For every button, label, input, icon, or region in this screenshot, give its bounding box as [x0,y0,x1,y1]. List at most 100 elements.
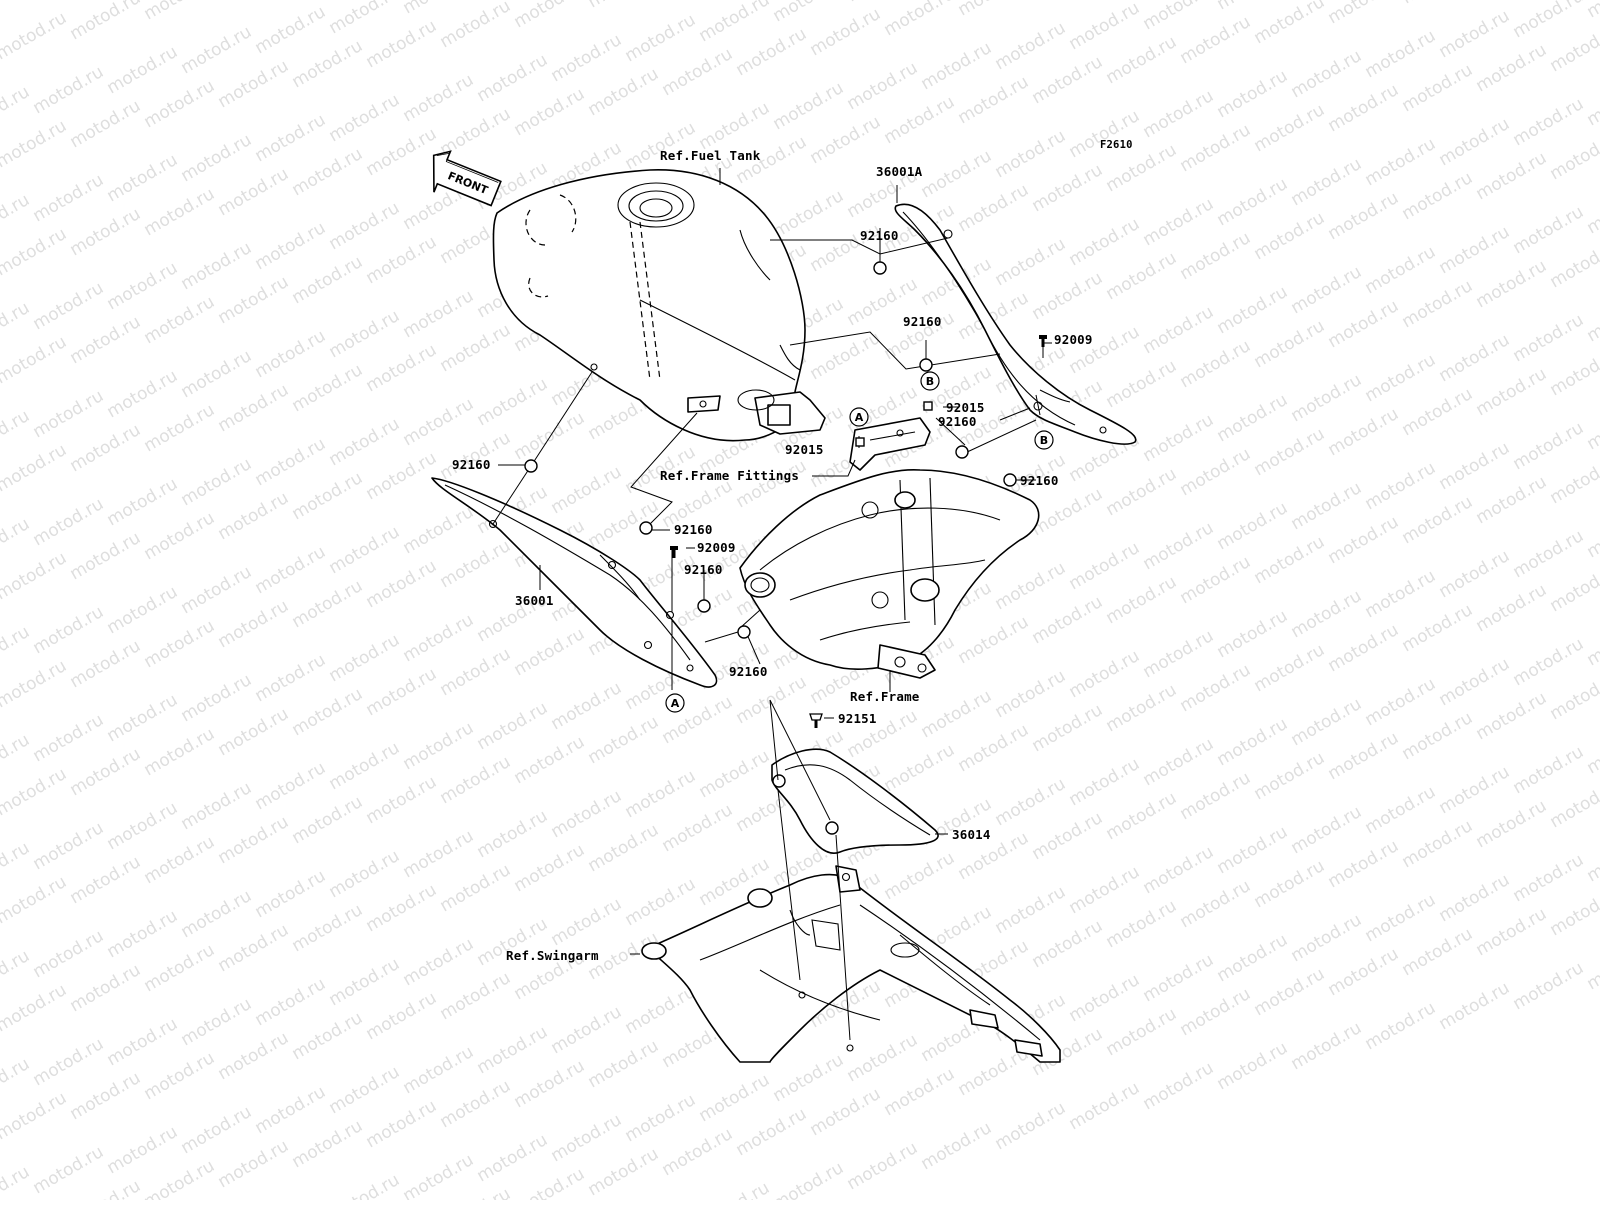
watermark-text: motod.ru [30,1142,108,1198]
washer-92160-top [874,262,886,274]
watermark-text: motod.ru [67,204,145,260]
watermark-text: motod.ru [881,848,959,904]
watermark-text: motod.ru [0,8,70,64]
watermark-text: motod.ru [696,1070,774,1126]
grommet-92015-right [924,402,932,410]
watermark-text: motod.ru [1251,424,1329,480]
watermark-text: motod.ru [326,954,404,1010]
watermark-text: motod.ru [548,462,626,518]
watermark-text: motod.ru [1436,222,1514,278]
watermark-text: motod.ru [400,826,478,882]
watermark-text: motod.ru [770,78,848,134]
watermark-text: motod.ru [1473,256,1551,312]
watermark-text: motod.ru [326,414,404,470]
watermark-text: motod.ru [0,1162,33,1200]
watermark-text: motod.ru [1251,316,1329,372]
watermark-text: motod.ru [252,1082,330,1138]
watermark-text: motod.ru [1547,20,1600,76]
watermark-text: motod.ru [1473,472,1551,528]
watermark-text: motod.ru [1547,344,1600,400]
watermark-text: motod.ru [252,2,330,58]
watermark-text: motod.ru [770,1158,848,1200]
watermark-text: motod.ru [1362,566,1440,622]
watermark-text: motod.ru [474,50,552,106]
watermark-text: motod.ru [1103,680,1181,736]
washer-92160-cover-top [640,522,652,534]
watermark-text: motod.ru [289,252,367,308]
watermark-text: motod.ru [363,556,441,612]
watermark-text: motod.ru [1177,984,1255,1040]
watermark-text: motod.ru [992,666,1070,722]
callout-a-bottom: A [666,694,684,712]
watermark-text: motod.ru [400,610,478,666]
watermark-text: motod.ru [807,1084,885,1140]
watermark-text: motod.ru [992,234,1070,290]
watermark-text: motod.ru [1547,452,1600,508]
washer-92160-far-right [1004,474,1016,486]
watermark-text: motod.ru [252,326,330,382]
watermark-text: motod.ru [1584,0,1600,22]
label-ref-fuel-tank: Ref.Fuel Tank [660,148,761,163]
watermark-text: motod.ru [1547,560,1600,616]
watermark-text: motod.ru [1177,768,1255,824]
grommet-92015-left [856,438,864,446]
watermark-text: motod.ru [104,798,182,854]
watermark-text: motod.ru [1214,0,1292,14]
watermark-text: motod.ru [548,1110,626,1166]
label-ref-frame-fittings: Ref.Frame Fittings [660,468,799,483]
label-36001a: 36001A [876,164,923,179]
watermark-text: motod.ru [326,1170,404,1200]
watermark-text: motod.ru [881,1064,959,1120]
watermark-text: motod.ru [1251,640,1329,696]
watermark-text: motod.ru [1399,600,1477,656]
watermark-text: motod.ru [881,740,959,796]
watermark-text: motod.ru [1510,418,1588,474]
watermark-text: motod.ru [252,650,330,706]
watermark-text: motod.ru [585,64,663,120]
watermark-text: motod.ru [289,36,367,92]
watermark-text: motod.ru [104,258,182,314]
watermark-text: motod.ru [992,126,1070,182]
watermark-text: motod.ru [400,70,478,126]
watermark-text: motod.ru [30,926,108,982]
watermark-text: motod.ru [1140,734,1218,790]
watermark-text: motod.ru [141,940,219,996]
watermark-text: motod.ru [511,84,589,140]
watermark-text: motod.ru [30,1034,108,1090]
watermark-text: motod.ru [955,72,1033,128]
watermark-text: motod.ru [141,292,219,348]
watermark-text: motod.ru [1325,0,1403,28]
watermark-text: motod.ru [1177,12,1255,68]
watermark-text: motod.ru [770,0,848,26]
watermark-text: motod.ru [178,562,256,618]
watermark-text: motod.ru [0,298,33,354]
watermark-text: motod.ru [0,0,33,10]
watermark-text: motod.ru [1140,842,1218,898]
watermark-text: motod.ru [1288,46,1366,102]
callout-b-top-label: B [926,375,934,388]
watermark-text: motod.ru [0,764,70,820]
washer-92160-right-inner [956,446,968,458]
watermark-text: motod.ru [67,636,145,692]
watermark-text: motod.ru [622,10,700,66]
watermark-text: motod.ru [992,18,1070,74]
watermark-text: motod.ru [585,1144,663,1200]
watermark-text: motod.ru [1362,998,1440,1054]
label-92160-top: 92160 [860,228,899,243]
watermark-text: motod.ru [1510,310,1588,366]
watermark-text: motod.ru [178,454,256,510]
watermark-text: motod.ru [0,730,33,786]
watermark-text: motod.ru [1140,0,1218,34]
watermark-text: motod.ru [326,1062,404,1118]
bolt-92009-right-icon [1039,335,1047,347]
watermark-text: motod.ru [1177,336,1255,392]
watermark-text: motod.ru [1140,518,1218,574]
watermark-text: motod.ru [1214,930,1292,986]
watermark-text: motod.ru [1399,0,1477,8]
watermark-text: motod.ru [918,38,996,94]
watermark-text: motod.ru [363,340,441,396]
watermark-text: motod.ru [0,1054,33,1110]
watermark-text: motod.ru [955,0,1033,20]
watermark-text: motod.ru [178,346,256,402]
